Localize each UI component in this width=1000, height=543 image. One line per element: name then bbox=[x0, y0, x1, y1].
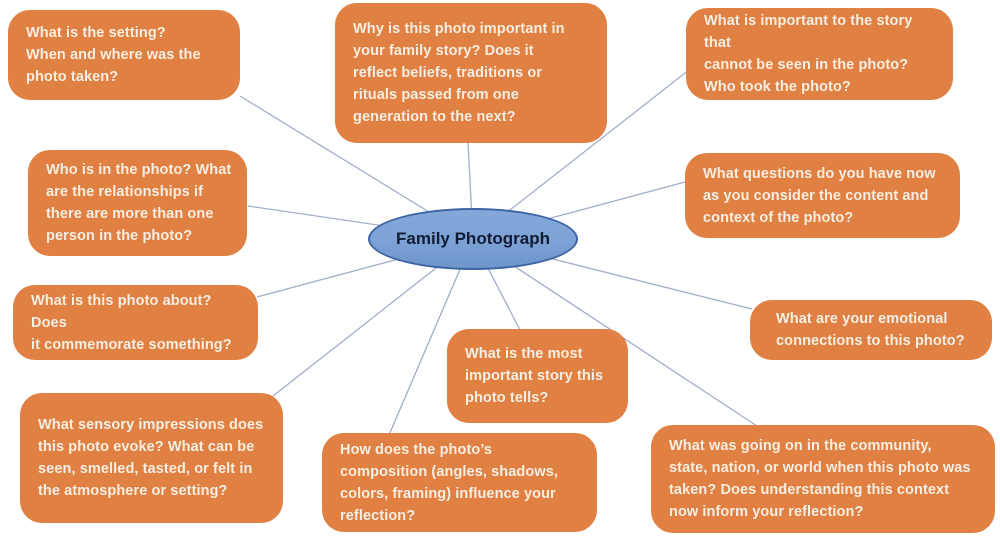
node-questions-now: What questions do you have now as you co… bbox=[685, 153, 960, 238]
node-text: What is the setting? When and where was … bbox=[26, 25, 201, 85]
node-text: What is this photo about? Does it commem… bbox=[31, 292, 232, 353]
node-text: What are your emotional connections to t… bbox=[776, 311, 965, 349]
node-important-story: What is the most important story this ph… bbox=[447, 329, 628, 423]
node-text: What questions do you have now as you co… bbox=[703, 165, 936, 226]
node-text: Who is in the photo? What are the relati… bbox=[46, 162, 232, 244]
node-composition: How does the photo’s composition (angles… bbox=[322, 433, 597, 532]
node-family-importance: Why is this photo important in your fami… bbox=[335, 3, 607, 143]
node-text: Why is this photo important in your fami… bbox=[353, 21, 565, 125]
node-setting: What is the setting? When and where was … bbox=[8, 10, 240, 100]
node-emotional-connections: What are your emotional connections to t… bbox=[750, 300, 992, 360]
node-commemorate: What is this photo about? Does it commem… bbox=[13, 285, 258, 360]
node-text: How does the photo’s composition (angles… bbox=[340, 441, 559, 524]
node-text: What was going on in the community, stat… bbox=[669, 438, 971, 520]
node-community-context: What was going on in the community, stat… bbox=[651, 425, 995, 533]
node-text: What sensory impressions does this photo… bbox=[38, 417, 264, 499]
connector-line bbox=[388, 238, 474, 436]
node-who-relationships: Who is in the photo? What are the relati… bbox=[28, 150, 247, 256]
node-text: What is important to the story that cann… bbox=[704, 13, 913, 95]
center-node-label: Family Photograph bbox=[396, 229, 550, 248]
node-sensory-impressions: What sensory impressions does this photo… bbox=[20, 393, 283, 523]
node-text: What is the most important story this ph… bbox=[465, 346, 604, 406]
center-node-family-photograph: Family Photograph bbox=[368, 208, 578, 270]
node-unseen-story: What is important to the story that cann… bbox=[686, 8, 953, 100]
